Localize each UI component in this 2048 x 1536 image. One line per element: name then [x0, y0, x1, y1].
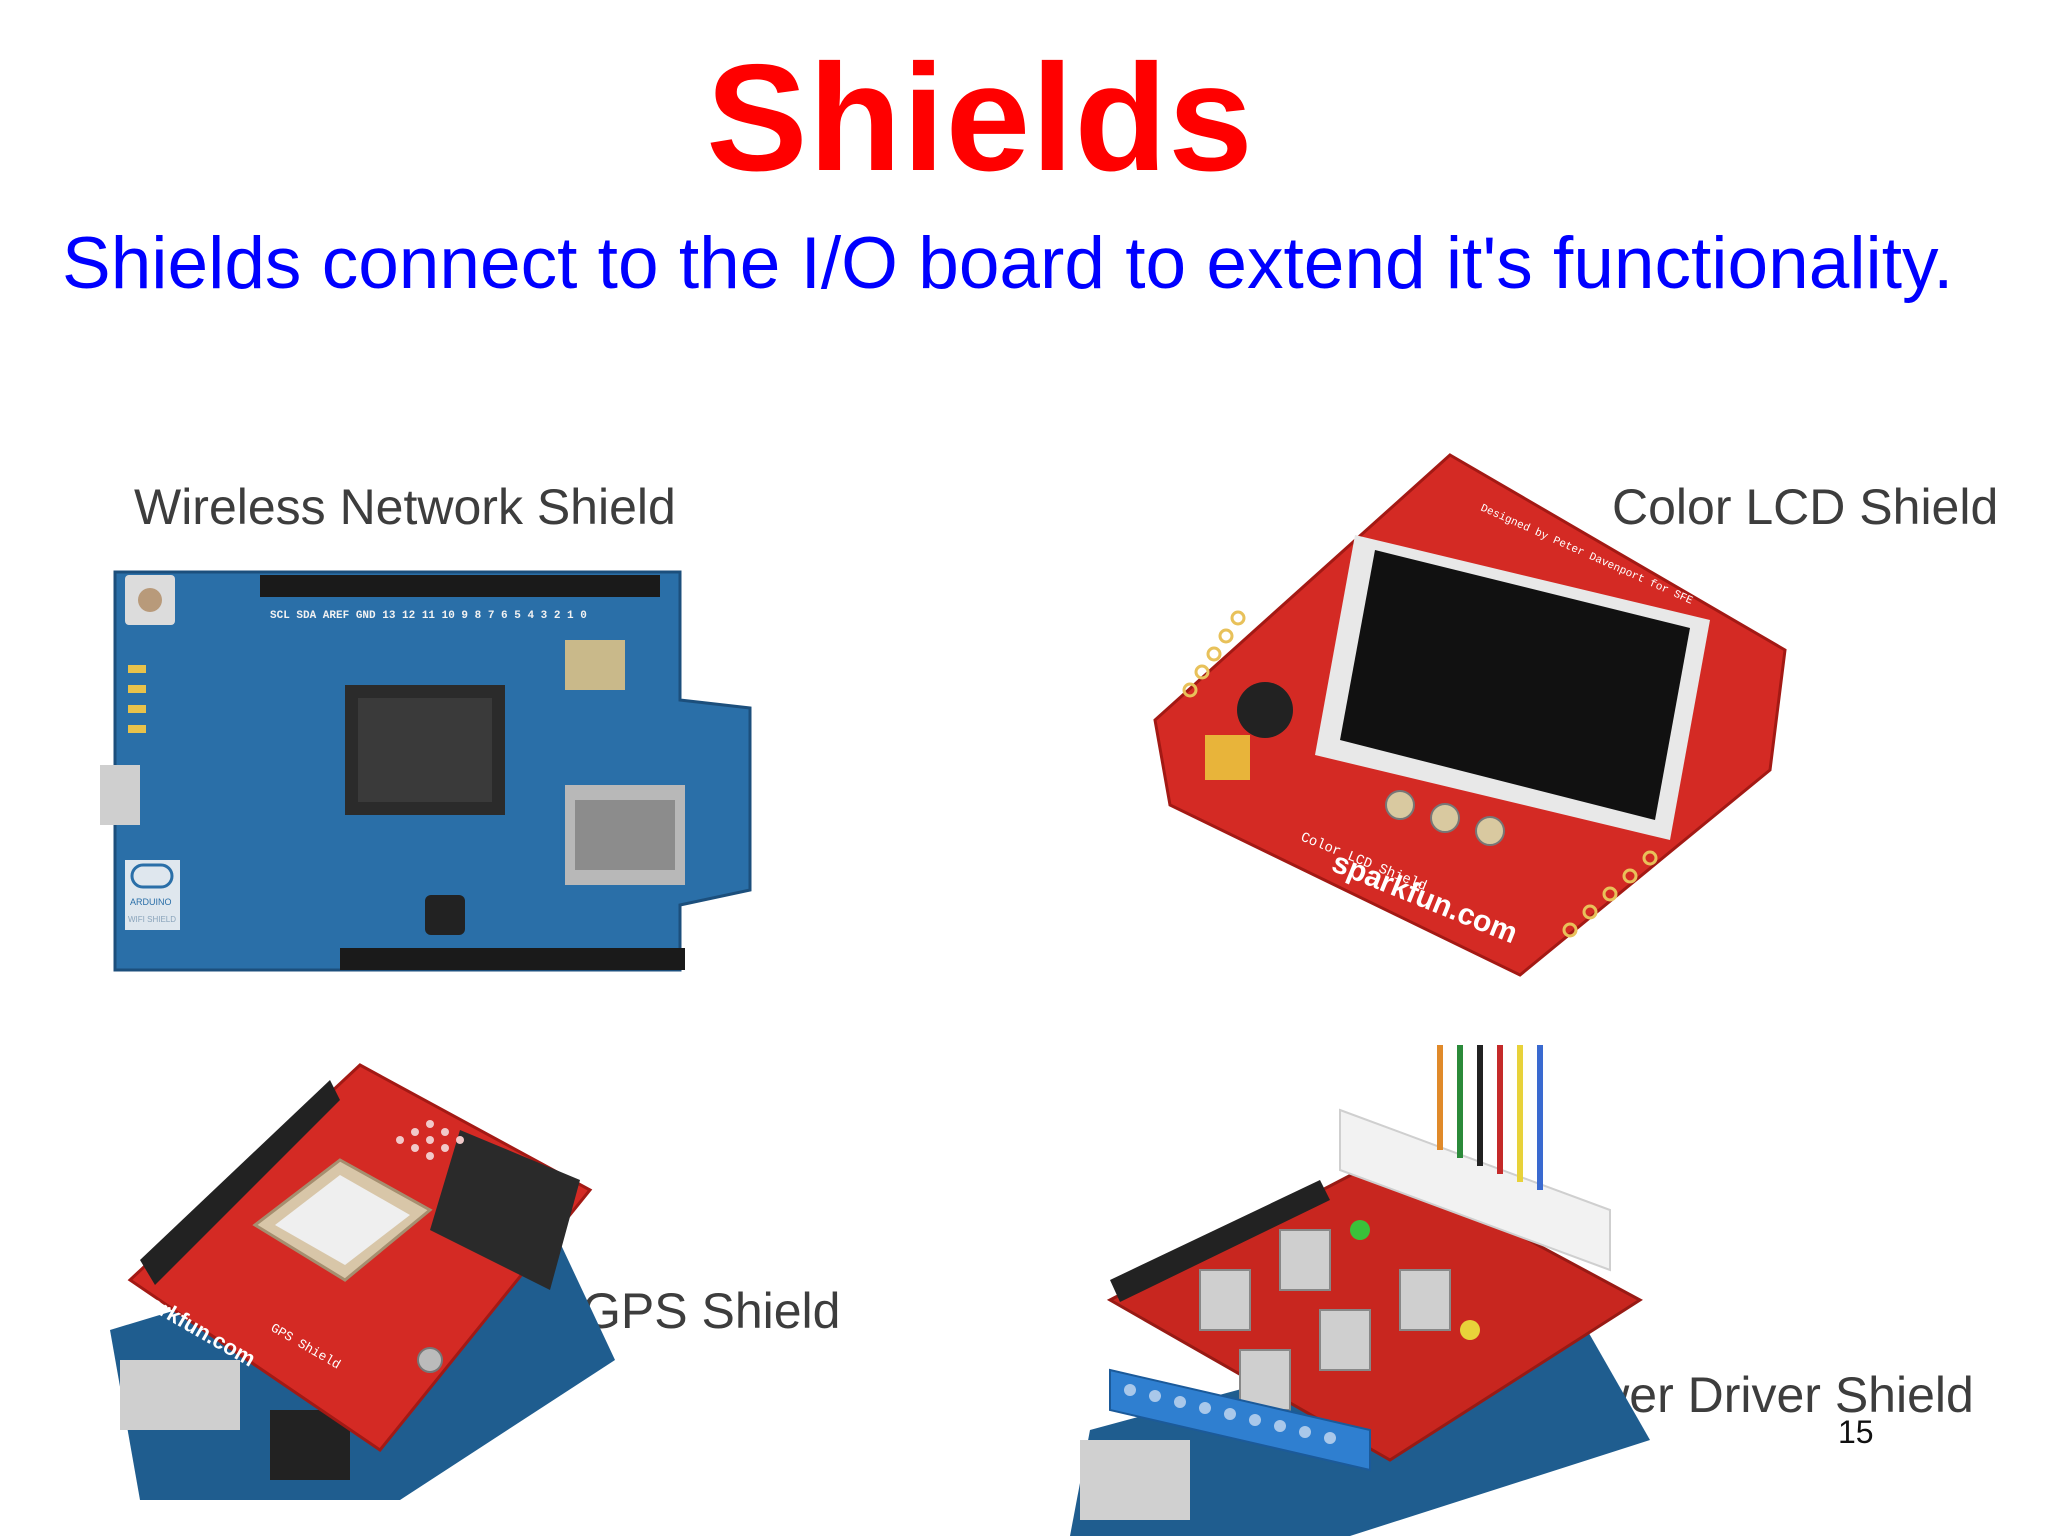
slide-page-number: 15 — [1838, 1414, 1874, 1450]
wireless-shield-caption: Wireless Network Shield — [134, 479, 676, 535]
svg-text:SCL SDA AREF GND 13 12 11 10 9: SCL SDA AREF GND 13 12 11 10 9 8 7 6 5 4… — [270, 610, 587, 622]
slide-subtitle: Shields connect to the I/O board to exte… — [62, 223, 1954, 304]
wireless-shield-image: SCL SDA AREF GND 13 12 11 10 9 8 7 6 5 4… — [100, 570, 752, 972]
arduino-logo: ARDUINO — [130, 863, 174, 907]
svg-text:ARDUINO: ARDUINO — [130, 897, 172, 907]
power-shield-image — [1070, 1045, 1650, 1536]
lcd-shield-image: sparkfun.com Color LCD Shield Designed b… — [1153, 453, 1787, 977]
gps-shield-image: sparkfun.com GPS Shield — [110, 1063, 615, 1500]
slide-title: Shields — [706, 33, 1254, 203]
wifi-shield-marking: WIFI SHIELD — [128, 915, 176, 924]
lcd-shield-caption: Color LCD Shield — [1612, 479, 1999, 535]
gps-shield-caption: GPS Shield — [582, 1283, 841, 1339]
